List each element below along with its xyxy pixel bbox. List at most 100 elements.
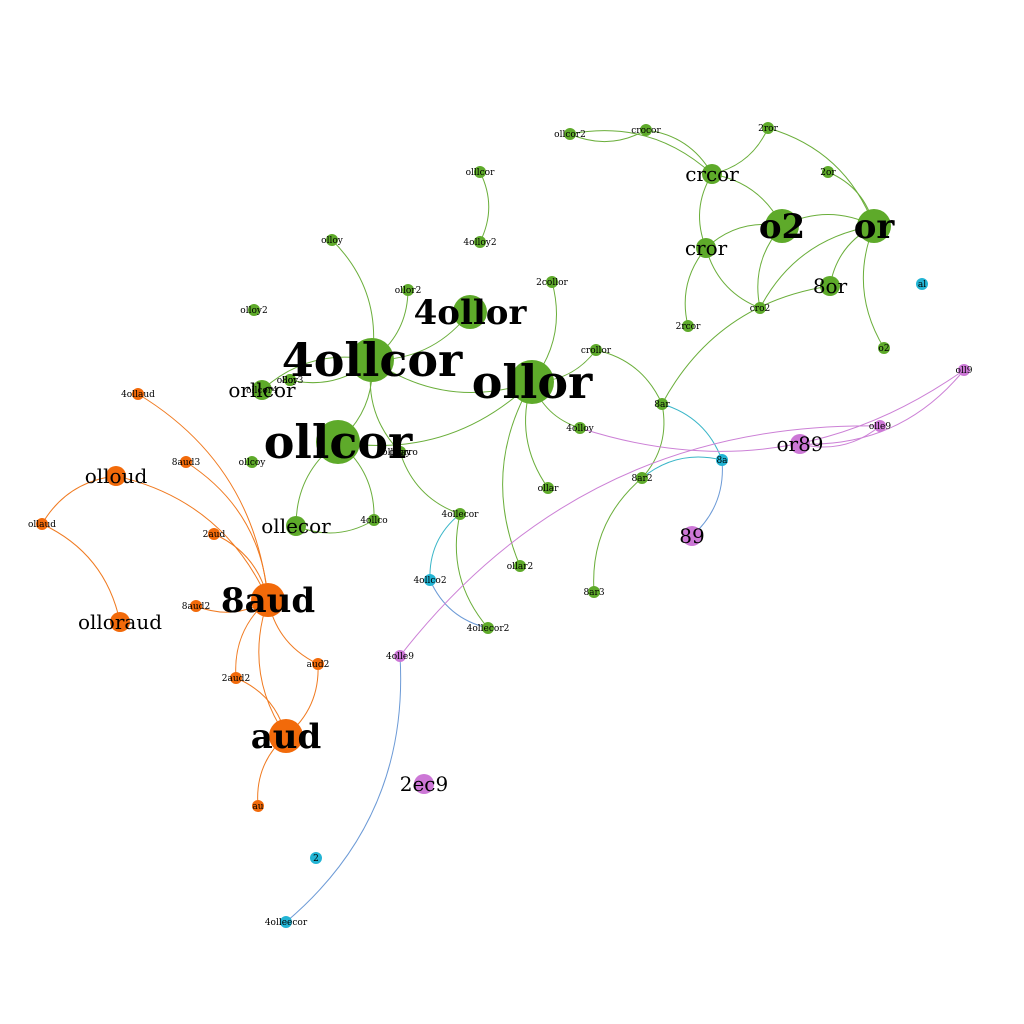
graph-node[interactable] xyxy=(310,852,322,864)
node-label: ollay xyxy=(389,448,412,458)
graph-node[interactable] xyxy=(312,658,324,670)
graph-node[interactable] xyxy=(286,516,306,536)
graph-node[interactable] xyxy=(326,234,338,246)
graph-node[interactable] xyxy=(474,166,486,178)
graph-node[interactable] xyxy=(482,622,494,634)
graph-node[interactable] xyxy=(822,166,834,178)
graph-node[interactable] xyxy=(110,612,130,632)
graph-node[interactable] xyxy=(368,514,380,526)
graph-node[interactable] xyxy=(702,164,722,184)
node-label: au xyxy=(252,802,263,812)
graph-edge xyxy=(569,130,713,175)
graph-node[interactable] xyxy=(754,302,766,314)
graph-node[interactable] xyxy=(510,360,554,404)
graph-node[interactable] xyxy=(588,586,600,598)
graph-node[interactable] xyxy=(424,574,436,586)
graph-node[interactable] xyxy=(36,518,48,530)
graph-node[interactable] xyxy=(252,800,264,812)
node-label: cror xyxy=(685,236,728,260)
graph-node[interactable] xyxy=(394,650,406,662)
node-label: olloy xyxy=(321,236,344,246)
node-label: 8aud xyxy=(221,581,315,621)
graph-node[interactable] xyxy=(790,434,810,454)
graph-node[interactable] xyxy=(574,422,586,434)
graph-edge xyxy=(759,225,875,309)
graph-node[interactable] xyxy=(716,454,728,466)
graph-edge xyxy=(641,456,723,479)
graph-node[interactable] xyxy=(284,374,296,386)
graph-node[interactable] xyxy=(878,342,890,354)
graph-node[interactable] xyxy=(256,384,268,396)
graph-node[interactable] xyxy=(132,388,144,400)
node-label: 4olle9 xyxy=(386,652,414,662)
graph-edge xyxy=(399,451,461,515)
graph-edge xyxy=(399,425,881,657)
graph-node[interactable] xyxy=(106,466,126,486)
node-label: ollor3 xyxy=(277,376,304,386)
graph-node[interactable] xyxy=(402,284,414,296)
graph-edge xyxy=(137,393,269,601)
edge-layer xyxy=(41,127,965,923)
graph-edge xyxy=(185,461,269,601)
node-label: 8oy xyxy=(282,376,299,386)
node-label: crocor xyxy=(631,126,661,136)
graph-node[interactable] xyxy=(280,916,292,928)
graph-edge xyxy=(285,655,402,923)
graph-node[interactable] xyxy=(765,209,799,243)
node-label: ollcor2 xyxy=(554,130,586,140)
graph-node[interactable] xyxy=(682,526,702,546)
graph-node[interactable] xyxy=(454,508,466,520)
graph-node[interactable] xyxy=(474,236,486,248)
node-label: crollor xyxy=(581,346,612,356)
graph-node[interactable] xyxy=(640,124,652,136)
node-label: 89 xyxy=(679,524,704,548)
graph-node[interactable] xyxy=(857,209,891,243)
node-label: olloy2 xyxy=(240,306,267,316)
graph-edge xyxy=(661,285,831,405)
node-label: 8a xyxy=(716,456,728,466)
node-label: aud xyxy=(251,717,322,757)
graph-node[interactable] xyxy=(656,398,668,410)
graph-node[interactable] xyxy=(414,774,434,794)
graph-edge xyxy=(115,475,269,601)
graph-node[interactable] xyxy=(590,344,602,356)
graph-node[interactable] xyxy=(958,364,970,376)
graph-node[interactable] xyxy=(269,719,303,753)
node-label: olloud xyxy=(85,464,148,488)
graph-node[interactable] xyxy=(874,420,886,432)
graph-node[interactable] xyxy=(251,583,285,617)
node-label: oll9 xyxy=(956,366,973,376)
graph-node[interactable] xyxy=(762,122,774,134)
graph-node[interactable] xyxy=(542,482,554,494)
graph-node[interactable] xyxy=(246,456,258,468)
graph-node[interactable] xyxy=(180,456,192,468)
graph-edge xyxy=(799,369,965,445)
graph-node[interactable] xyxy=(682,320,694,332)
graph-node[interactable] xyxy=(316,420,360,464)
graph-node[interactable] xyxy=(820,276,840,296)
graph-edge xyxy=(337,381,533,447)
node-label: 2aud xyxy=(203,530,226,540)
graph-node[interactable] xyxy=(248,304,260,316)
graph-node[interactable] xyxy=(514,560,526,572)
graph-node[interactable] xyxy=(564,128,576,140)
graph-node[interactable] xyxy=(394,446,406,458)
node-label: 8ar3 xyxy=(583,588,604,598)
graph-node[interactable] xyxy=(453,295,487,329)
graph-node[interactable] xyxy=(208,528,220,540)
graph-node[interactable] xyxy=(230,672,242,684)
node-layer xyxy=(36,122,970,928)
graph-node[interactable] xyxy=(350,338,394,382)
node-label: 8ar2 xyxy=(631,474,652,484)
graph-node[interactable] xyxy=(916,278,928,290)
graph-edge xyxy=(579,369,965,452)
graph-node[interactable] xyxy=(190,600,202,612)
node-label: ollecor xyxy=(261,514,331,538)
node-label: 4ollor xyxy=(414,293,528,333)
node-label: olle9 xyxy=(869,422,892,432)
graph-node[interactable] xyxy=(636,472,648,484)
graph-node[interactable] xyxy=(546,276,558,288)
graph-node[interactable] xyxy=(696,238,716,258)
